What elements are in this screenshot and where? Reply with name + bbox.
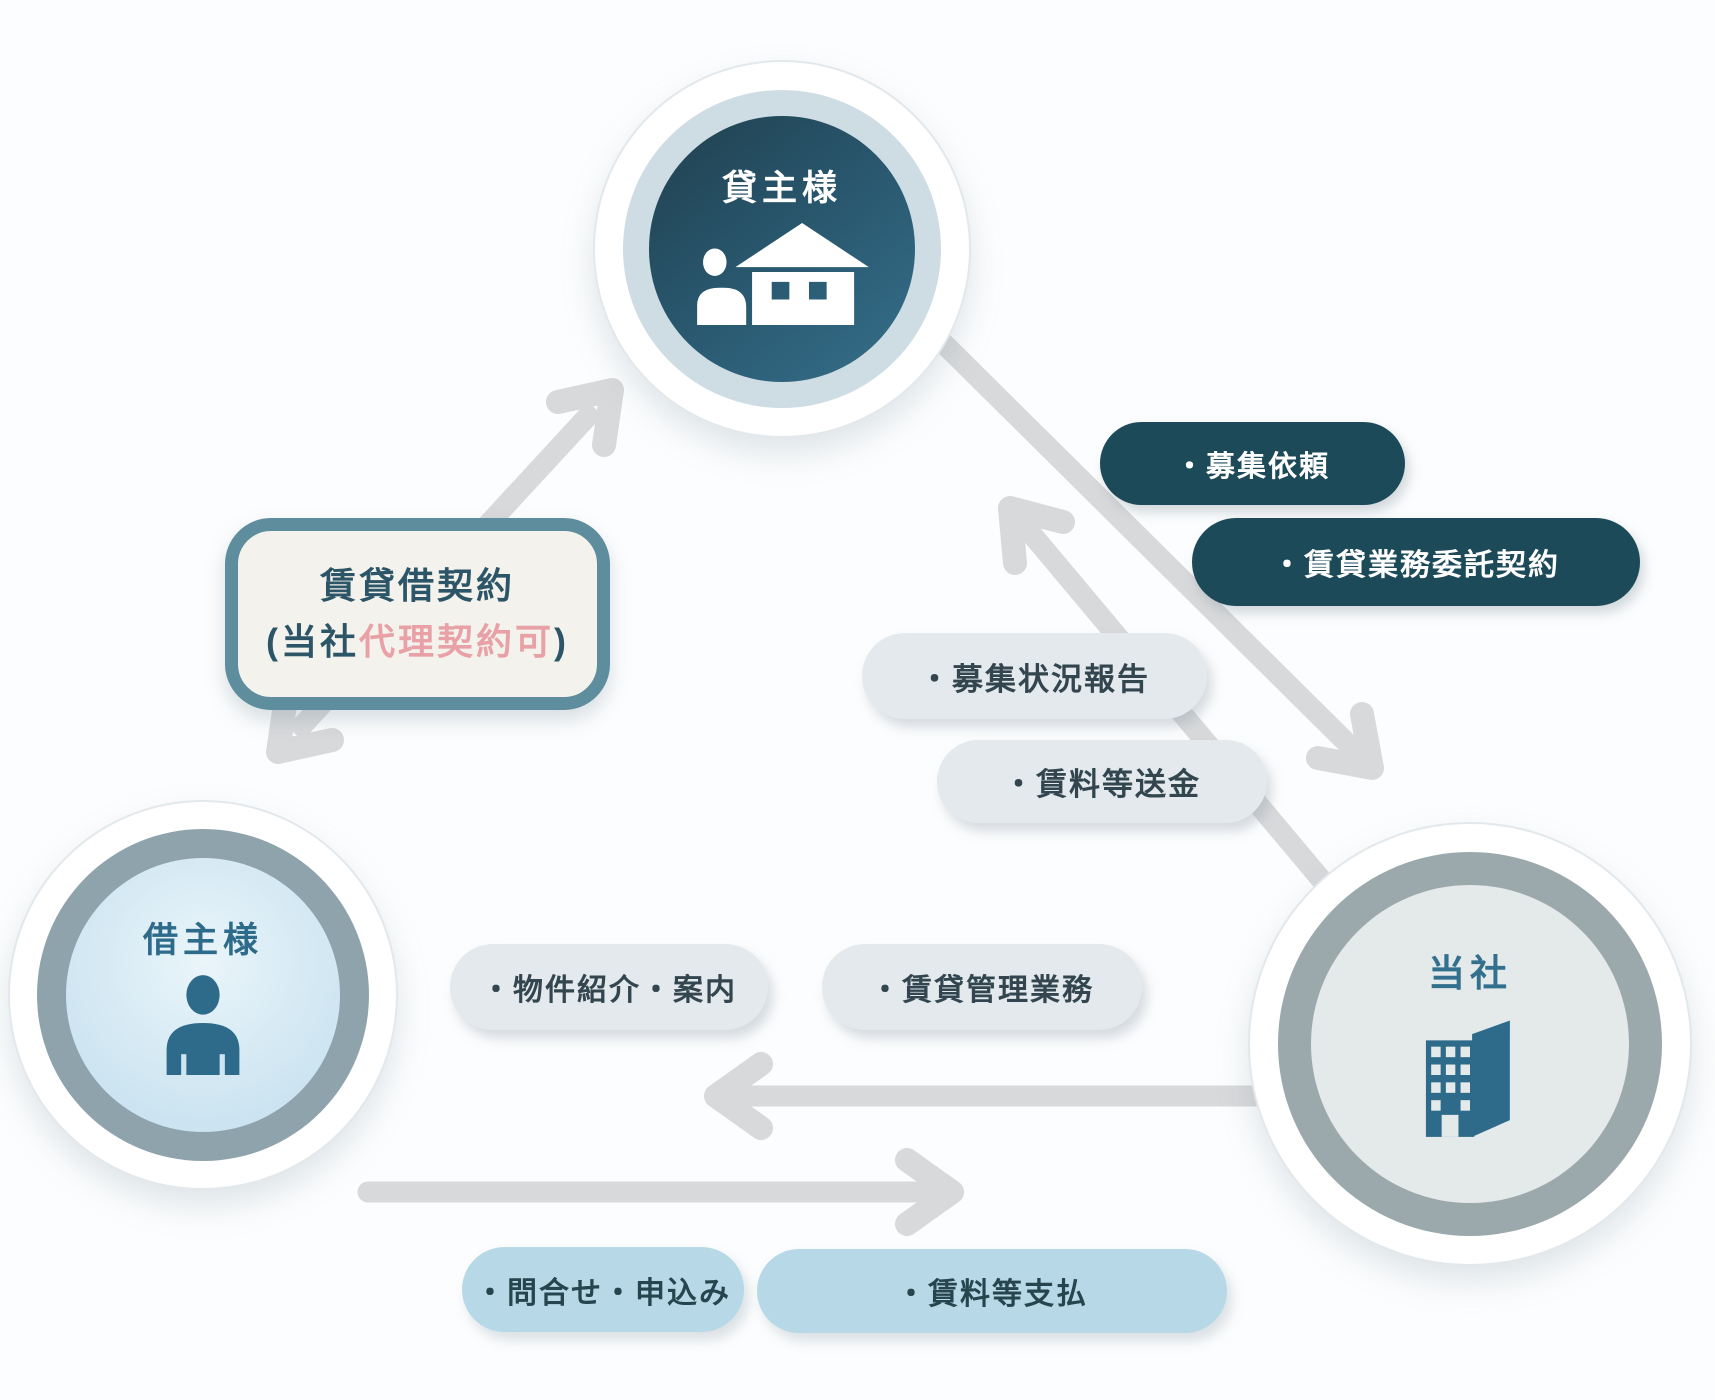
house-with-person-icon <box>691 223 873 332</box>
lease-contract-line2: (当社代理契約可) <box>266 614 569 670</box>
pill-property-introduction: ・物件紹介・案内 <box>450 944 768 1030</box>
lease-contract-box: 賃貸借契約 (当社代理契約可) <box>225 518 610 710</box>
landlord-node: 貸主様 <box>593 60 971 438</box>
pill-recruitment-status-report: ・募集状況報告 <box>862 633 1207 719</box>
lease-contract-line2-accent: 代理契約可 <box>358 621 554 662</box>
landlord-node-inner: 貸主様 <box>649 116 915 382</box>
company-node-ring: 当社 <box>1278 852 1662 1236</box>
company-label: 当社 <box>1428 953 1512 994</box>
tenant-node: 借主様 <box>8 800 398 1190</box>
arrow-landlord-to-company <box>909 309 1384 780</box>
lease-contract-line2-open: (当社 <box>265 621 359 662</box>
pill-property-introduction-label: ・物件紹介・案内 <box>481 974 737 1007</box>
tenant-node-inner: 借主様 <box>66 858 340 1132</box>
pill-rent-payment: ・賃料等支払 <box>757 1249 1227 1333</box>
tenant-node-ring: 借主様 <box>37 829 369 1161</box>
pill-inquiry-application-label: ・問合せ・申込み <box>475 1276 731 1310</box>
landlord-label: 貸主様 <box>721 169 842 208</box>
pill-recruitment-status-report-label: ・募集状況報告 <box>919 661 1150 697</box>
pill-rent-payment-label: ・賃料等支払 <box>896 1278 1088 1311</box>
pill-recruitment-request-label: ・募集依頼 <box>1174 450 1330 483</box>
arrow-company-to-tenant <box>704 1052 1341 1140</box>
company-node: 当社 <box>1248 822 1692 1266</box>
office-building-icon <box>1411 1011 1529 1144</box>
pill-rental-consignment-contract: ・賃貸業務委託契約 <box>1192 518 1640 606</box>
pill-rental-consignment-contract-label: ・賃貸業務委託契約 <box>1272 549 1560 582</box>
pill-rental-management-label: ・賃貸管理業務 <box>870 974 1094 1007</box>
lease-contract-line1: 賃貸借契約 <box>319 565 515 607</box>
pill-rental-management: ・賃貸管理業務 <box>822 944 1142 1030</box>
company-node-inner: 当社 <box>1311 885 1629 1203</box>
tenant-label: 借主様 <box>142 921 263 960</box>
pill-recruitment-request: ・募集依頼 <box>1100 422 1405 505</box>
pill-inquiry-application: ・問合せ・申込み <box>462 1247 744 1332</box>
pill-rent-remittance-label: ・賃料等送金 <box>1003 767 1201 802</box>
lease-contract-line2-close: ) <box>554 621 569 662</box>
pill-rent-remittance: ・賃料等送金 <box>937 740 1267 823</box>
arrow-tenant-to-company <box>357 1148 964 1236</box>
person-icon <box>151 971 255 1080</box>
landlord-node-ring: 貸主様 <box>623 90 941 408</box>
